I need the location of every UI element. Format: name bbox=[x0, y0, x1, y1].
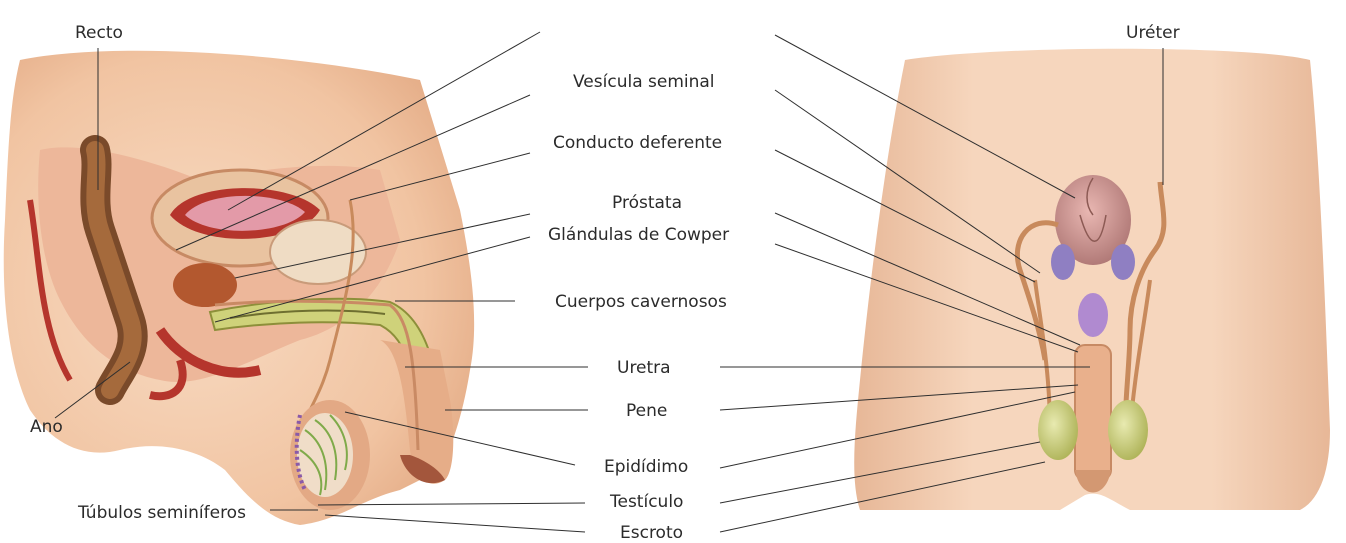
label-pene: Pene bbox=[626, 401, 667, 421]
label-cuerpos-cavernosos: Cuerpos cavernosos bbox=[555, 292, 727, 312]
label-tubulos-seminiferos: Túbulos seminíferos bbox=[77, 503, 246, 523]
frontal-illustration bbox=[854, 49, 1330, 510]
label-conducto-deferente: Conducto deferente bbox=[553, 133, 722, 153]
testis-right bbox=[1108, 400, 1148, 460]
label-testiculo: Testículo bbox=[609, 492, 683, 512]
label-ureter: Uréter bbox=[1126, 23, 1180, 43]
seminal-vesicle-right bbox=[1111, 244, 1135, 280]
prostate-frontal bbox=[1078, 293, 1108, 337]
seminal-vesicle-left bbox=[1051, 244, 1075, 280]
label-uretra: Uretra bbox=[617, 358, 671, 378]
prostate-shape bbox=[173, 263, 237, 307]
label-vesicula-seminal: Vesícula seminal bbox=[573, 72, 715, 92]
sagittal-illustration bbox=[4, 51, 474, 525]
label-epididimo: Epidídimo bbox=[604, 457, 688, 477]
label-prostata: Próstata bbox=[612, 193, 682, 213]
label-glandulas-cowper: Glándulas de Cowper bbox=[548, 225, 729, 245]
penis-frontal bbox=[1075, 345, 1111, 480]
label-ano: Ano bbox=[30, 417, 63, 437]
testis-left bbox=[1038, 400, 1078, 460]
label-escroto: Escroto bbox=[620, 523, 683, 543]
label-recto: Recto bbox=[75, 23, 123, 43]
